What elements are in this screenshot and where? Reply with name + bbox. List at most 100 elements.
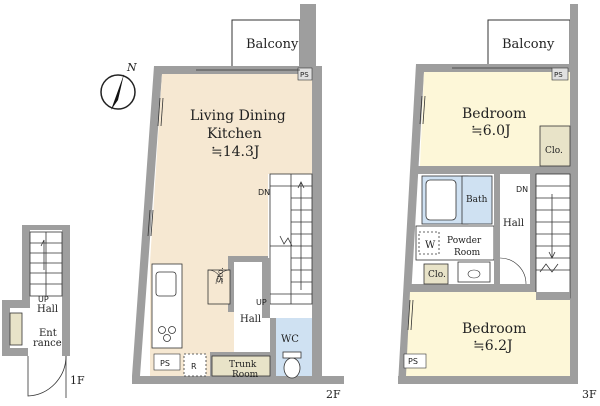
window-marks (407, 67, 552, 331)
ps-box (403, 353, 427, 369)
wall (536, 292, 570, 300)
floor-3f-label: 3F (582, 388, 597, 401)
balcony-2f-label: Balcony (246, 37, 299, 52)
basin-icon (467, 269, 481, 279)
powder-room-label-1: Powder (447, 236, 482, 246)
trunk-room-label-1: Trunk (229, 360, 257, 370)
wall (494, 174, 500, 284)
burner-icon (163, 334, 171, 342)
sto-label: Sto. (216, 267, 225, 283)
ldk-size: ≒14.3J (211, 144, 260, 160)
wall (228, 256, 268, 262)
burner-icon (168, 326, 176, 334)
bedroom-top-floor (420, 72, 570, 166)
wall (410, 284, 530, 292)
wall (570, 4, 578, 68)
bedroom-bottom-label: Bedroom (462, 321, 526, 337)
bedroom-bottom-size: ≒6.2J (473, 338, 513, 354)
entrance-label-1: Ent (39, 328, 57, 339)
w-label: W (425, 240, 436, 251)
floor-3f: Balcony Clo. Bath W Powder Room Clo. (398, 4, 597, 401)
shoe-cabinet (9, 312, 23, 346)
hall-2f-floor (234, 318, 270, 352)
wall (530, 174, 536, 300)
wall (300, 4, 316, 74)
washer-space (418, 231, 440, 255)
bathtub-icon (425, 179, 457, 221)
hall-door (499, 257, 527, 285)
stairs-2f (269, 173, 313, 305)
burner-icon (158, 326, 166, 334)
dn-3f-label: DN (516, 185, 528, 194)
refrigerator (183, 353, 207, 377)
wall (570, 64, 578, 384)
washbasin (457, 261, 491, 283)
compass-arrow-icon (111, 74, 124, 110)
clo-top-label: Clo. (545, 146, 563, 156)
storage-door (207, 269, 231, 285)
ldk-label-1: Living Dining (190, 108, 286, 124)
wc-label: WC (281, 334, 299, 345)
floor-2f: Balcony DN (132, 4, 344, 401)
hall-1f-label: Hall (37, 304, 58, 315)
ldk-label-2: Kitchen (207, 126, 262, 142)
clo-bottom-label: Clo. (428, 270, 446, 280)
wall (270, 318, 276, 376)
toilet-icon (283, 357, 301, 379)
dn-2f-label: DN (258, 188, 270, 197)
bath-area (461, 175, 493, 225)
ps-2f-bottom-label: PS (160, 359, 170, 368)
bedroom-top-label: Bedroom (462, 106, 526, 122)
closet-top (539, 125, 571, 167)
window-marks (147, 69, 300, 237)
entrance-door (27, 355, 67, 397)
stairs-3f (535, 173, 571, 299)
ps-box (297, 67, 313, 81)
ps-3f-top-label: PS (554, 71, 563, 79)
balcony-2f (231, 19, 301, 69)
wall (398, 64, 578, 384)
wall (312, 66, 322, 384)
hall-3f-floor (500, 174, 530, 284)
r-label: R (191, 362, 197, 371)
bedroom-top-size: ≒6.0J (471, 123, 511, 139)
balcony-3f-label: Balcony (502, 37, 555, 52)
ps-2f-top-label: PS (300, 71, 309, 79)
compass-north-label: N (126, 61, 137, 74)
up-2f-label: UP (256, 298, 267, 307)
wall (2, 300, 30, 308)
powder-room-label-2: Room (454, 248, 481, 258)
wall (2, 348, 28, 356)
bath-label: Bath (466, 195, 488, 205)
floor-1f: UP Hall Ent rance 1F (2, 225, 85, 398)
entrance-label-2: rance (33, 338, 62, 349)
ps-box (551, 67, 569, 81)
wall (132, 376, 344, 384)
floor-1f-label: 1F (70, 374, 85, 387)
up-1f-label: UP (38, 295, 49, 304)
sink-icon (155, 271, 177, 297)
wall (416, 166, 570, 174)
bedroom-bottom-floor (406, 292, 570, 376)
wall (22, 225, 70, 230)
storage-closet (207, 269, 231, 305)
trunk-room-label-2: Room (232, 370, 259, 380)
compass: N (100, 61, 137, 110)
hall-3f-label: Hall (503, 218, 524, 229)
wall (228, 262, 234, 312)
closet-bottom (423, 263, 449, 285)
wall (398, 376, 578, 384)
compass-circle (100, 74, 136, 110)
wall (2, 300, 10, 355)
trunk-room (211, 355, 271, 377)
stairs-1f (29, 231, 63, 297)
wall (22, 228, 30, 306)
floor-2f-label: 2F (326, 388, 341, 401)
hall-2f-label: Hall (240, 314, 261, 325)
ps-box (153, 353, 181, 371)
wall (262, 258, 270, 328)
toilet-tank (282, 351, 302, 359)
wall (62, 228, 70, 356)
ldk-floor (150, 74, 312, 376)
